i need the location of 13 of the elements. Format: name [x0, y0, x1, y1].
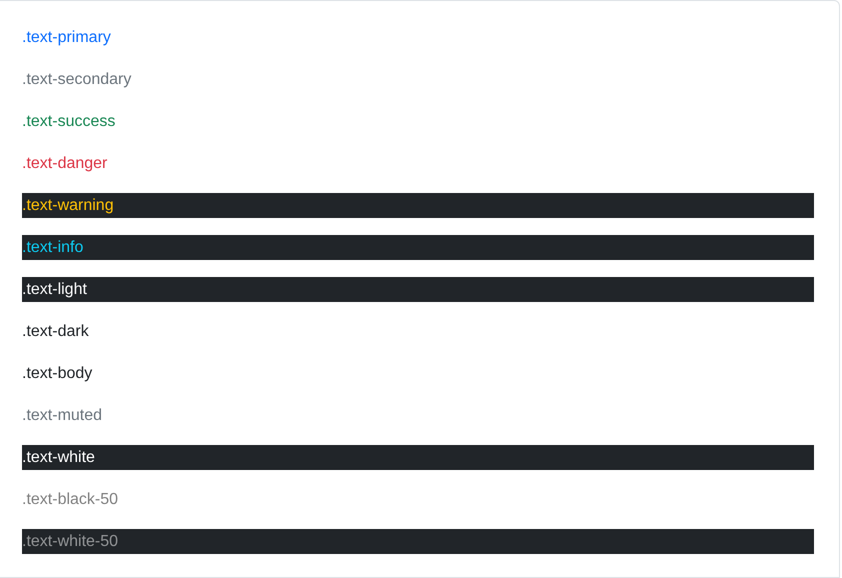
class-name: .text-body — [22, 364, 92, 384]
class-name-on-dark-band: .text-warning — [22, 193, 814, 218]
class-name-on-dark-band: .text-light — [22, 277, 814, 302]
class-name-on-dark-band: .text-info — [22, 235, 814, 260]
class-name: .text-black-50 — [22, 490, 118, 510]
class-name: .text-muted — [22, 406, 102, 426]
class-name: .text-success — [22, 112, 116, 132]
class-name: .text-primary — [22, 28, 111, 48]
class-name-on-dark-band: .text-white-50 — [22, 529, 814, 554]
class-name: .text-danger — [22, 154, 108, 174]
class-name-on-dark-band: .text-white — [22, 445, 814, 470]
class-name: .text-dark — [22, 322, 89, 342]
class-name: .text-secondary — [22, 70, 132, 90]
